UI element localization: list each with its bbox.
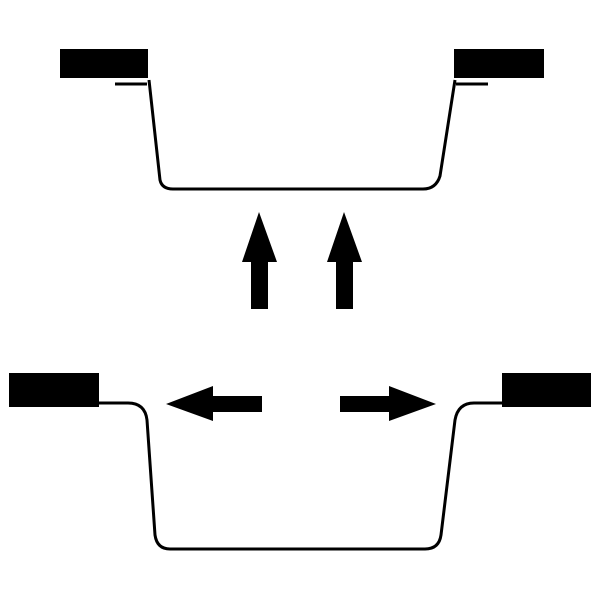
top-profile xyxy=(60,49,544,191)
top-right-flange xyxy=(454,49,544,78)
bottom-left-flange xyxy=(9,373,99,407)
bottom-tray-outline xyxy=(99,401,502,551)
arrow-up-icon-right xyxy=(327,212,362,309)
spread-arrows xyxy=(166,386,436,421)
top-left-flange xyxy=(60,49,148,78)
bottom-profile xyxy=(9,373,591,551)
top-tray-outline xyxy=(147,79,457,191)
lift-arrows xyxy=(242,212,362,309)
arrow-right-icon xyxy=(340,386,436,421)
bottom-right-flange xyxy=(502,373,591,407)
arrow-left-icon xyxy=(166,386,262,421)
arrow-up-icon-left xyxy=(242,212,277,309)
